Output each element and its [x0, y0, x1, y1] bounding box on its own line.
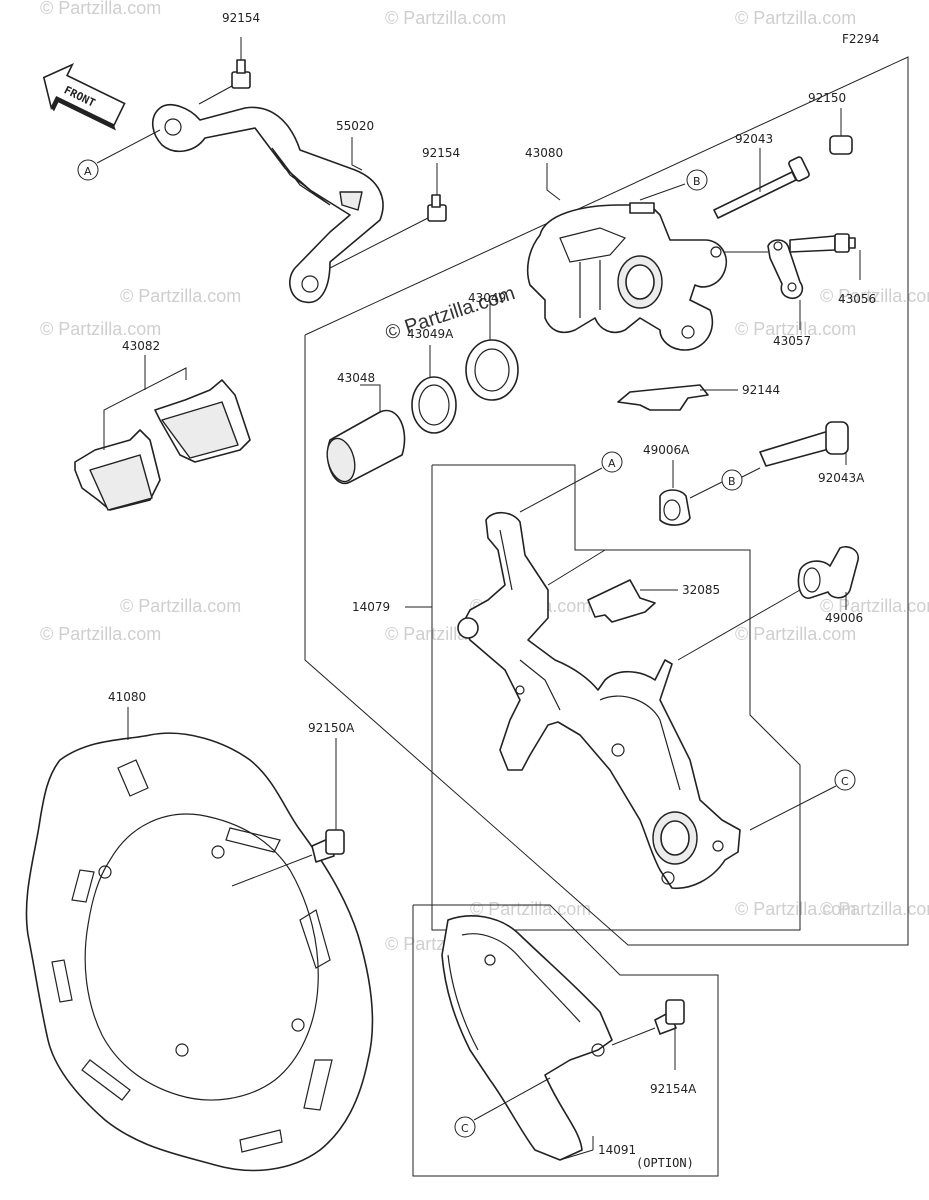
watermark: © Partzilla.com: [735, 899, 856, 919]
part-label-92154a: 92154A: [650, 1082, 697, 1096]
watermark: © Partzilla.com: [735, 624, 856, 644]
pin-92043a: [739, 421, 849, 479]
part-label-43048: 43048: [337, 371, 375, 385]
callout-b-top: B: [686, 169, 708, 191]
option-frame: [412, 904, 719, 1177]
part-label-92043a: 92043A: [818, 471, 865, 485]
callout-b: B: [728, 475, 736, 488]
part-label-92144: 92144: [742, 383, 780, 397]
bleeder-43057: [767, 239, 804, 330]
brake-disc-41080: [25, 707, 374, 1172]
bolt-92154-top: [231, 37, 251, 89]
part-label-14079: 14079: [352, 600, 390, 614]
watermark: © Partzilla.com: [120, 286, 241, 306]
watermark: © Partzilla.com: [470, 899, 591, 919]
part-label-92150a: 92150A: [308, 721, 355, 735]
watermark: © Partzilla.com: [820, 899, 929, 919]
disc-guard-14091: [441, 915, 613, 1161]
bracket-frame: [431, 464, 801, 931]
part-label-43082: 43082: [122, 339, 160, 353]
callout-c-bottom: C: [454, 1077, 551, 1138]
boot-49006a: [659, 460, 723, 526]
valve-43056: [789, 233, 861, 280]
callout-c: C: [841, 775, 849, 788]
callout-b-mid: B: [721, 469, 743, 491]
part-label-43057: 43057: [773, 334, 811, 348]
diagram-code: F2294: [842, 32, 879, 46]
bolt-92154a: [611, 999, 685, 1070]
cap-92150: [829, 108, 853, 155]
callout-a: A: [608, 457, 616, 470]
bolt-92154-mid: [329, 163, 447, 269]
part-label-92154-mid: 92154: [422, 146, 460, 160]
part-label-92154: 92154: [222, 11, 260, 25]
spring-92144: [617, 384, 738, 411]
part-label-43056: 43056: [838, 292, 876, 306]
piston-seal-43049: [465, 302, 519, 401]
watermark: © Partzilla.com: [820, 286, 929, 306]
part-label-49006a: 49006A: [643, 443, 690, 457]
watermark: © Partzilla.com: [120, 596, 241, 616]
part-label-32085: 32085: [682, 583, 720, 597]
part-label-55020: 55020: [336, 119, 374, 133]
part-label-49006: 49006: [825, 611, 863, 625]
part-label-92150: 92150: [808, 91, 846, 105]
part-label-43049: 43049: [468, 291, 506, 305]
bolt-92150a: [231, 738, 345, 887]
dust-seal-43049a: [411, 345, 457, 434]
callout-a-mid: A: [519, 451, 623, 513]
clip-32085: [587, 579, 678, 623]
option-label: (OPTION): [636, 1156, 694, 1170]
watermark: © Partzilla.com: [40, 624, 161, 644]
front-arrow-icon: FRONT: [42, 63, 126, 131]
boot-49006: [677, 545, 859, 661]
bracket-14079: [457, 511, 741, 890]
assembly-frame: [304, 56, 909, 946]
watermark: © Partzilla.com: [40, 319, 161, 339]
watermark: © Partzilla.com: [385, 8, 506, 28]
watermark: © Partzilla.com: [820, 596, 929, 616]
watermark: © Partzilla.com: [735, 8, 856, 28]
callout-c: C: [461, 1122, 469, 1135]
part-label-43049a: 43049A: [407, 327, 454, 341]
pin-92043: [713, 148, 810, 219]
part-label-92043: 92043: [735, 132, 773, 146]
callout-a-topleft: A: [77, 129, 161, 181]
callout-c-right: C: [749, 769, 856, 831]
part-label-41080: 41080: [108, 690, 146, 704]
callout-a: A: [84, 165, 92, 178]
callout-b: B: [693, 175, 701, 188]
watermark: © Partzilla.com: [735, 319, 856, 339]
part-label-43080: 43080: [525, 146, 563, 160]
part-label-14091: 14091: [598, 1143, 636, 1157]
caliper-body: [526, 183, 768, 351]
piston-43048: [326, 384, 406, 485]
bracket-55020: [151, 85, 384, 304]
watermark: © Partzilla.com: [40, 0, 161, 18]
pad-set-43082: [74, 355, 251, 511]
